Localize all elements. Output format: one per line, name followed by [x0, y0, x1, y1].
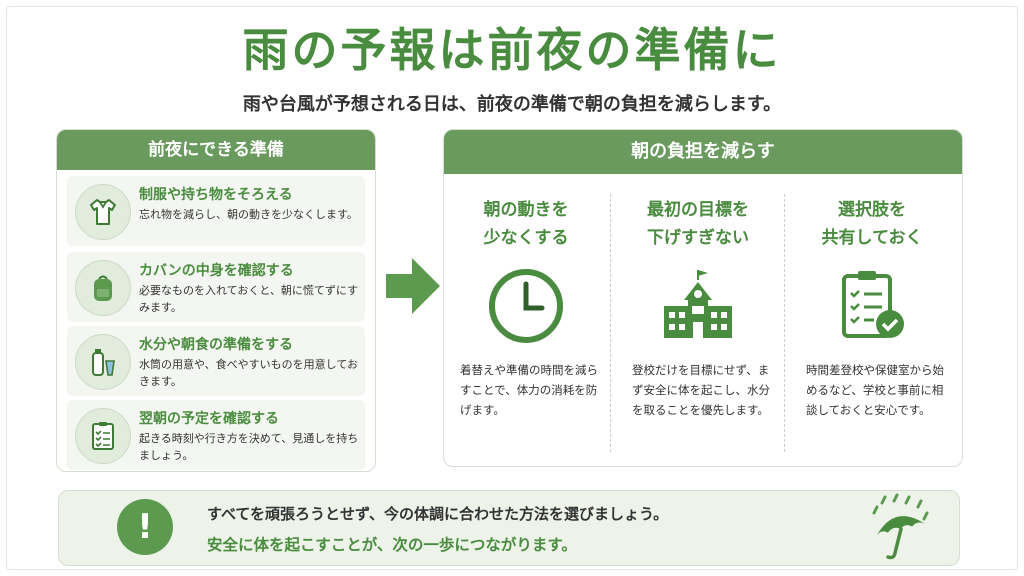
page-frame	[6, 6, 1018, 570]
tip-column: 最初の目標を 下げすぎない 登校だけを目標にせず、まず安全に体を起こし、水分を取…	[618, 190, 778, 460]
tip-title-line2: 少なくする	[483, 228, 569, 248]
tip-title-line1: 朝の動きを	[483, 200, 569, 220]
tip-title-line1: 選択肢を	[838, 200, 906, 220]
advice-line1: すべてを頑張ろうとせず、今の体調に合わせた方法を選びましょう。	[207, 505, 669, 523]
list-item: カバンの中身を確認する 必要なものを入れておくと、朝に慌てずにすみます。	[67, 252, 365, 322]
backpack-icon	[75, 260, 131, 316]
tip-desc: 着替えや準備の時間を減らすことで、体力の消耗を防げます。	[460, 363, 598, 417]
item-desc: 忘れ物を減らし、朝の動きを少なくします。	[139, 208, 358, 221]
advice-line2: 安全に体を起こすことが、次の一歩につながります。	[207, 536, 577, 554]
tip-title: 最初の目標を 下げすぎない	[618, 196, 778, 252]
tip-desc: 登校だけを目標にせず、まず安全に体を起こし、水分を取ることを優先します。	[632, 363, 770, 417]
page-subtitle: 雨や台風が予想される日は、前夜の準備で朝の負担を減らします。	[242, 94, 782, 115]
tip-title: 朝の動きを 少なくする	[446, 196, 606, 252]
preparation-panel: 前夜にできる準備 制服や持ち物をそろえる 忘れ物を減らし、朝の動きを少なくします…	[56, 129, 376, 472]
column-divider	[784, 194, 785, 452]
tip-column: 朝の動きを 少なくする 着替えや準備の時間を減らすことで、体力の消耗を防げます。	[446, 190, 606, 460]
bottle-cup-icon	[75, 334, 131, 390]
item-title: 翌朝の予定を確認する	[139, 411, 279, 427]
column-divider	[610, 194, 611, 452]
tip-desc: 時間差登校や保健室から始めるなど、学校と事前に相談しておくと安心です。	[806, 363, 944, 417]
preparation-panel-header: 前夜にできる準備	[57, 130, 375, 170]
clipboard-check-icon	[842, 271, 904, 338]
item-title: 制服や持ち物をそろえる	[139, 187, 293, 203]
checklist-icon	[75, 408, 131, 464]
advice-banner: ! すべてを頑張ろうとせず、今の体調に合わせた方法を選びましょう。 安全に体を起…	[58, 490, 960, 566]
umbrella-rain-icon	[872, 493, 929, 560]
tip-title-line2: 下げすぎない	[647, 228, 749, 248]
item-desc: 起きる時刻や行き方を決めて、見通しを持ちましょう。	[139, 432, 359, 462]
tip-column: 選択肢を 共有しておく 時間差登校や保健室から始めるなど、学校と事前に相談してお…	[792, 190, 952, 460]
list-item: 水分や朝食の準備をする 水筒の用意や、食べやすいものを用意しておきます。	[67, 326, 365, 396]
reduce-burden-panel: 朝の負担を減らす 朝の動きを 少なくする 着替えや準備の時間を減らすことで、体力…	[443, 129, 963, 467]
tip-title: 選択肢を 共有しておく	[792, 196, 952, 252]
page-title: 雨の予報は前夜の準備に	[242, 23, 782, 77]
school-icon	[664, 270, 732, 338]
list-item: 制服や持ち物をそろえる 忘れ物を減らし、朝の動きを少なくします。	[67, 176, 365, 246]
right-arrow-icon	[386, 258, 440, 314]
item-desc: 水筒の用意や、食べやすいものを用意しておきます。	[139, 358, 359, 388]
item-title: 水分や朝食の準備をする	[139, 337, 293, 353]
tip-title-line2: 共有しておく	[821, 228, 923, 248]
list-item: 翌朝の予定を確認する 起きる時刻や行き方を決めて、見通しを持ちましょう。	[67, 400, 365, 470]
item-title: カバンの中身を確認する	[139, 263, 294, 279]
tip-title-line1: 最初の目標を	[647, 200, 749, 220]
item-desc: 必要なものを入れておくと、朝に慌てずにすみます。	[139, 284, 359, 314]
clock-icon	[489, 269, 563, 343]
shirt-icon	[75, 184, 131, 240]
exclamation-icon: !	[117, 499, 173, 555]
reduce-burden-panel-header: 朝の負担を減らす	[444, 130, 962, 174]
